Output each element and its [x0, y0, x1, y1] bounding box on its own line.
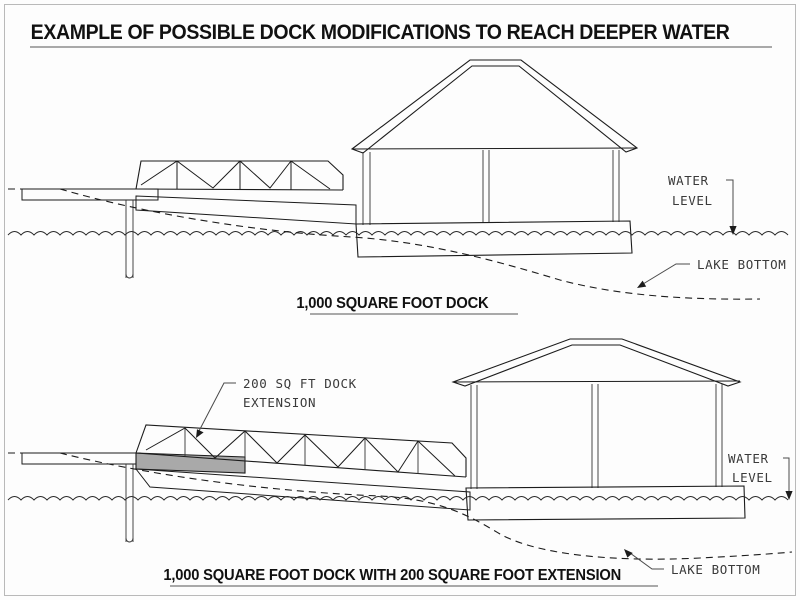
- lake-bottom-arrow-lower: [624, 549, 633, 558]
- water-line-lower: [7, 496, 789, 501]
- ramp-deck-lower: [134, 468, 471, 511]
- lake-bottom-leader-lower: [629, 552, 664, 570]
- water-level-arrow-upper: [729, 226, 737, 235]
- lake-bottom-label-upper: LAKE BOTTOM: [697, 257, 786, 272]
- lake-bottom-arrow-upper: [637, 280, 647, 288]
- truss-lower-diagonals: [145, 427, 456, 477]
- water-level-leader-upper: [726, 179, 734, 228]
- dock-platform-upper: [355, 220, 633, 258]
- water-level-label-line2-lower: LEVEL: [732, 470, 773, 485]
- water-level-leader-lower: [783, 457, 790, 492]
- dock-extension-arrow: [196, 429, 204, 438]
- support-piling-lower: [125, 464, 134, 542]
- dock-extension-section: [135, 452, 246, 474]
- figure-upper: WATER LEVEL LAKE BOTTOM 1,000 SQUARE FOO…: [7, 59, 789, 315]
- lake-bottom-lower: [59, 452, 793, 560]
- support-piling-upper: [125, 200, 134, 278]
- lake-bottom-leader-upper: [642, 263, 690, 285]
- page-title: EXAMPLE OF POSSIBLE DOCK MODIFICATIONS T…: [31, 21, 731, 44]
- support-piling-cap-lower: [125, 537, 134, 543]
- truss-upper-verticals: [176, 161, 292, 190]
- truss-lower-bottom-chord: [135, 452, 467, 478]
- shore-walkway-upper: [21, 188, 159, 201]
- water-level-label-line1-upper: WATER: [668, 173, 709, 188]
- dock-platform-lower: [465, 485, 746, 521]
- lake-bottom-upper: [59, 188, 761, 300]
- dock-extension-label-line1: 200 SQ FT DOCK: [243, 376, 357, 391]
- truss-lower-outline: [135, 424, 467, 477]
- lake-bottom-label-lower: LAKE BOTTOM: [671, 562, 760, 577]
- figure-lower: 200 SQ FT DOCK EXTENSION WATER LEVEL LAK…: [7, 338, 793, 587]
- truss-upper-diagonals: [140, 160, 331, 190]
- caption-lower: 1,000 SQUARE FOOT DOCK WITH 200 SQUARE F…: [163, 567, 621, 584]
- water-level-arrow-lower: [785, 491, 793, 500]
- truss-upper-outline: [135, 160, 344, 190]
- water-level-label-line1-lower: WATER: [728, 451, 769, 466]
- support-piling-cap-upper: [125, 273, 134, 279]
- boathouse-roof-eave-lower: [452, 380, 741, 383]
- truss-lower-verticals: [184, 428, 419, 474]
- caption-upper: 1,000 SQUARE FOOT DOCK: [296, 295, 488, 312]
- water-level-label-line2-upper: LEVEL: [672, 193, 713, 208]
- dock-extension-leader: [198, 382, 236, 432]
- dock-extension-label-line2: EXTENSION: [243, 395, 316, 410]
- truss-upper-bottom-chord: [135, 188, 344, 191]
- shore-walkway-lower: [21, 452, 141, 465]
- boathouse-roof-upper: [350, 59, 639, 154]
- boathouse-roof-lower: [451, 338, 742, 387]
- water-line-upper: [7, 231, 789, 236]
- boathouse-roof-eave-upper: [351, 147, 638, 150]
- boathouse-posts-lower: [470, 384, 723, 489]
- ramp-deck-upper: [135, 195, 357, 225]
- boathouse-posts-upper: [362, 150, 620, 225]
